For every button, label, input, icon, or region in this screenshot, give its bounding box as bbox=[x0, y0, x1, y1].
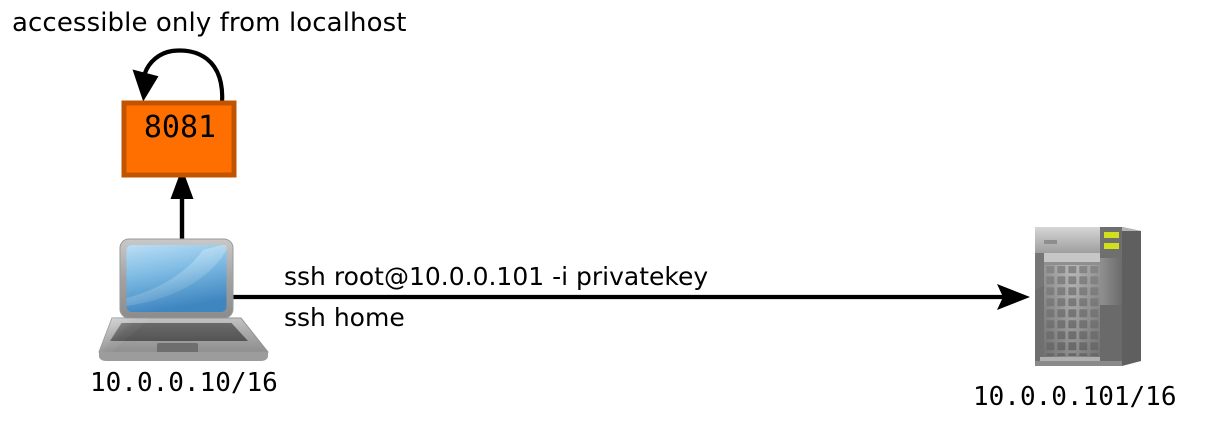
diagram-title: accessible only from localhost bbox=[12, 8, 407, 38]
laptop-to-port-arrow bbox=[170, 168, 194, 247]
server-ip-label: 10.0.0.101/16 bbox=[973, 382, 1177, 412]
laptop-to-server-arrow bbox=[232, 284, 1030, 310]
self-loop-arrow bbox=[132, 48, 225, 107]
port-box-rect[interactable] bbox=[121, 100, 237, 178]
ssh-alias-label: ssh home bbox=[284, 303, 405, 332]
server-led-top bbox=[1104, 232, 1119, 238]
laptop-ip-label: 10.0.0.10/16 bbox=[90, 368, 278, 398]
ssh-command-label: ssh root@10.0.0.101 -i privatekey bbox=[284, 262, 709, 291]
server-led-bottom bbox=[1104, 243, 1119, 249]
port-box-label: 8081 bbox=[143, 110, 217, 145]
